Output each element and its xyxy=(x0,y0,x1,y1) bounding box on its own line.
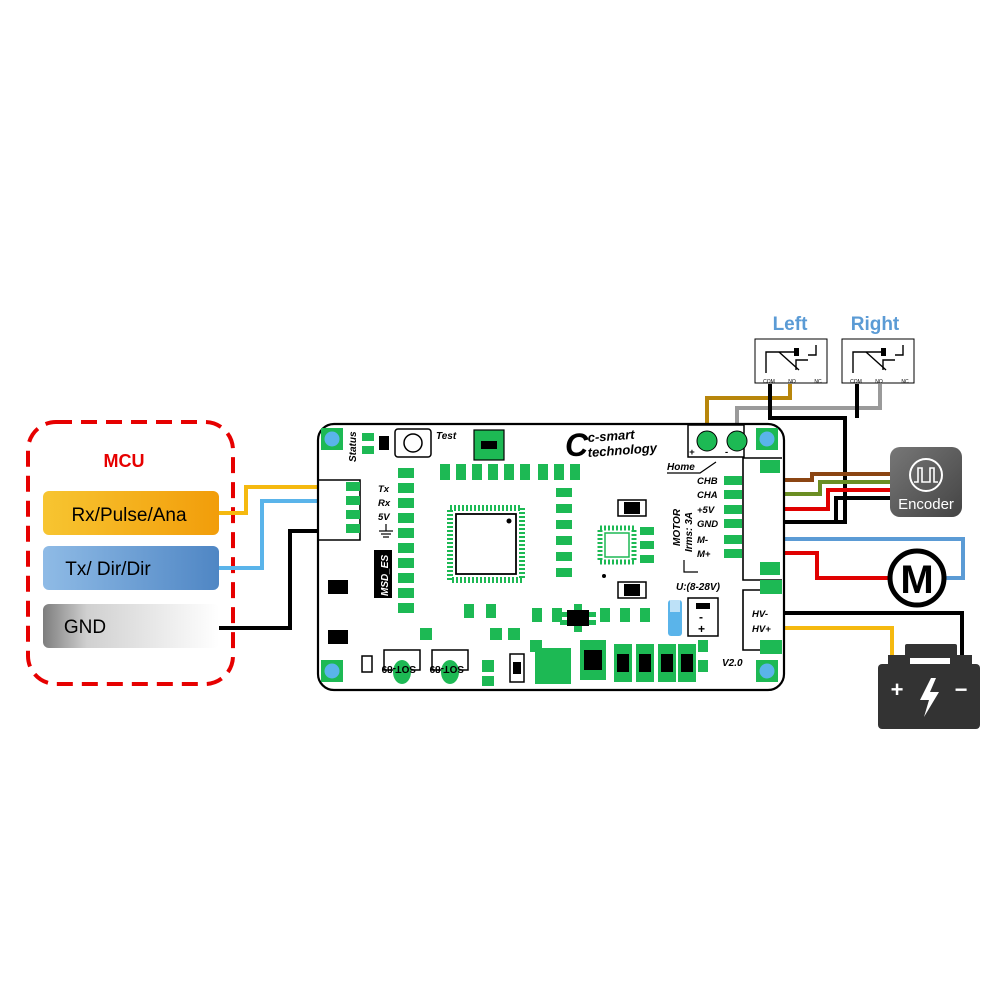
wire-left-switch-com xyxy=(705,384,792,440)
motor-pin-chb: CHB xyxy=(697,476,718,487)
switch-left-nc: NC xyxy=(814,379,822,385)
motor-pads xyxy=(724,460,780,575)
wire-power-hv-minus xyxy=(785,611,964,660)
mcu-chip xyxy=(447,505,525,583)
diodes xyxy=(328,499,647,673)
mcu-title: MCU xyxy=(104,451,145,471)
power-pin-hv-plus: HV+ xyxy=(752,624,771,635)
test-label: Test xyxy=(436,431,457,442)
pcb-outline xyxy=(316,422,786,692)
encoder-label: Encoder xyxy=(898,496,954,513)
home-pin-minus xyxy=(726,430,748,452)
wire-mcu-rx xyxy=(219,485,362,515)
uart-pin-tx: Tx xyxy=(378,484,390,495)
switch-right-no: NO xyxy=(875,379,883,385)
uart-pads xyxy=(346,482,360,533)
encoder-icon xyxy=(909,458,943,492)
motor-pin-5v: +5V xyxy=(697,505,715,516)
mounting-holes xyxy=(321,428,778,682)
driver-chip xyxy=(597,525,637,578)
brand-logo: C c-smart technology xyxy=(565,427,658,463)
switch-right-com: COM xyxy=(850,379,862,385)
status-led xyxy=(362,433,389,454)
motor-symbol: M xyxy=(887,548,947,608)
wire-motor-m-minus xyxy=(738,537,965,580)
home-pin-plus xyxy=(696,430,718,452)
sot89-regulator-1: SOT-89 xyxy=(381,649,421,684)
wire-power-hv-plus xyxy=(785,626,894,660)
battery-icon: + − xyxy=(878,644,980,729)
sot89-regulator-2: SOT-89 xyxy=(429,649,469,684)
brand-line1: c-smart xyxy=(587,427,636,445)
home-label: Home xyxy=(667,462,695,473)
motor-symbol-letter: M xyxy=(900,558,933,602)
switch-left: Left COM NO NC xyxy=(754,314,828,385)
voltage-label: U:(8-28V) xyxy=(676,582,721,593)
ground-symbol xyxy=(379,524,393,538)
encoder-module: Encoder xyxy=(890,447,962,517)
motor-pin-gnd: GND xyxy=(697,519,718,530)
switch-right-label: Right xyxy=(851,314,900,335)
switch-right-nc: NC xyxy=(901,379,909,385)
pcb-board: Tx Rx 5V Status Test C c-smart technolog… xyxy=(316,422,786,692)
motor-pin-cha: CHA xyxy=(697,490,718,501)
switch-left-com: COM xyxy=(763,379,775,385)
sot89-label-1: SOT-89 xyxy=(381,663,416,674)
mcu-block: MCU Rx/Pulse/Ana Tx/ Dir/Dir GND xyxy=(26,420,235,686)
motor-pin-m-plus: M+ xyxy=(697,549,711,560)
transistor xyxy=(560,604,596,632)
mcu-pin-gnd-label: GND xyxy=(64,617,106,638)
power-capacitors xyxy=(509,640,696,684)
power-terminal-plus: + xyxy=(698,622,705,636)
passive-components xyxy=(398,464,708,686)
mcu-pin-tx-label: Tx/ Dir/Dir xyxy=(65,559,151,580)
status-label: Status xyxy=(348,431,359,462)
brand-line2: technology xyxy=(587,440,658,460)
battery-minus: − xyxy=(955,677,968,702)
switch-right: Right COM NO NC xyxy=(841,314,915,385)
mcu-pin-tx xyxy=(43,546,219,590)
mcu-pin-gnd xyxy=(43,604,219,648)
power-pin-hv-minus: HV- xyxy=(752,609,768,620)
switch-left-label: Left xyxy=(773,314,809,335)
motor-pin-m-minus: M- xyxy=(697,535,708,546)
mcu-pin-rx-label: Rx/Pulse/Ana xyxy=(71,505,187,526)
motor-current: Irms: 3A xyxy=(684,512,695,552)
mcu-pin-rx xyxy=(43,491,219,535)
battery-plus: + xyxy=(891,677,904,702)
wire-mcu-tx xyxy=(219,499,362,570)
brand-logo-mark: C xyxy=(565,427,589,463)
home-plus-label: + xyxy=(689,447,695,458)
home-minus-label: - xyxy=(725,447,728,458)
lightning-icon xyxy=(920,678,939,717)
sot89-label-2: SOT-89 xyxy=(429,663,464,674)
mcu-dashed-border xyxy=(26,420,235,686)
motor-title: MOTOR xyxy=(672,508,683,546)
switch-left-no: NO xyxy=(788,379,796,385)
wire-encoder-gnd xyxy=(760,496,895,524)
power-terminal-minus: - xyxy=(699,610,703,624)
model-label: MSD_ES xyxy=(380,555,391,596)
uart-pin-5v: 5V xyxy=(378,512,390,523)
version-label: V2.0 xyxy=(722,658,743,669)
uart-pin-rx: Rx xyxy=(378,498,391,509)
